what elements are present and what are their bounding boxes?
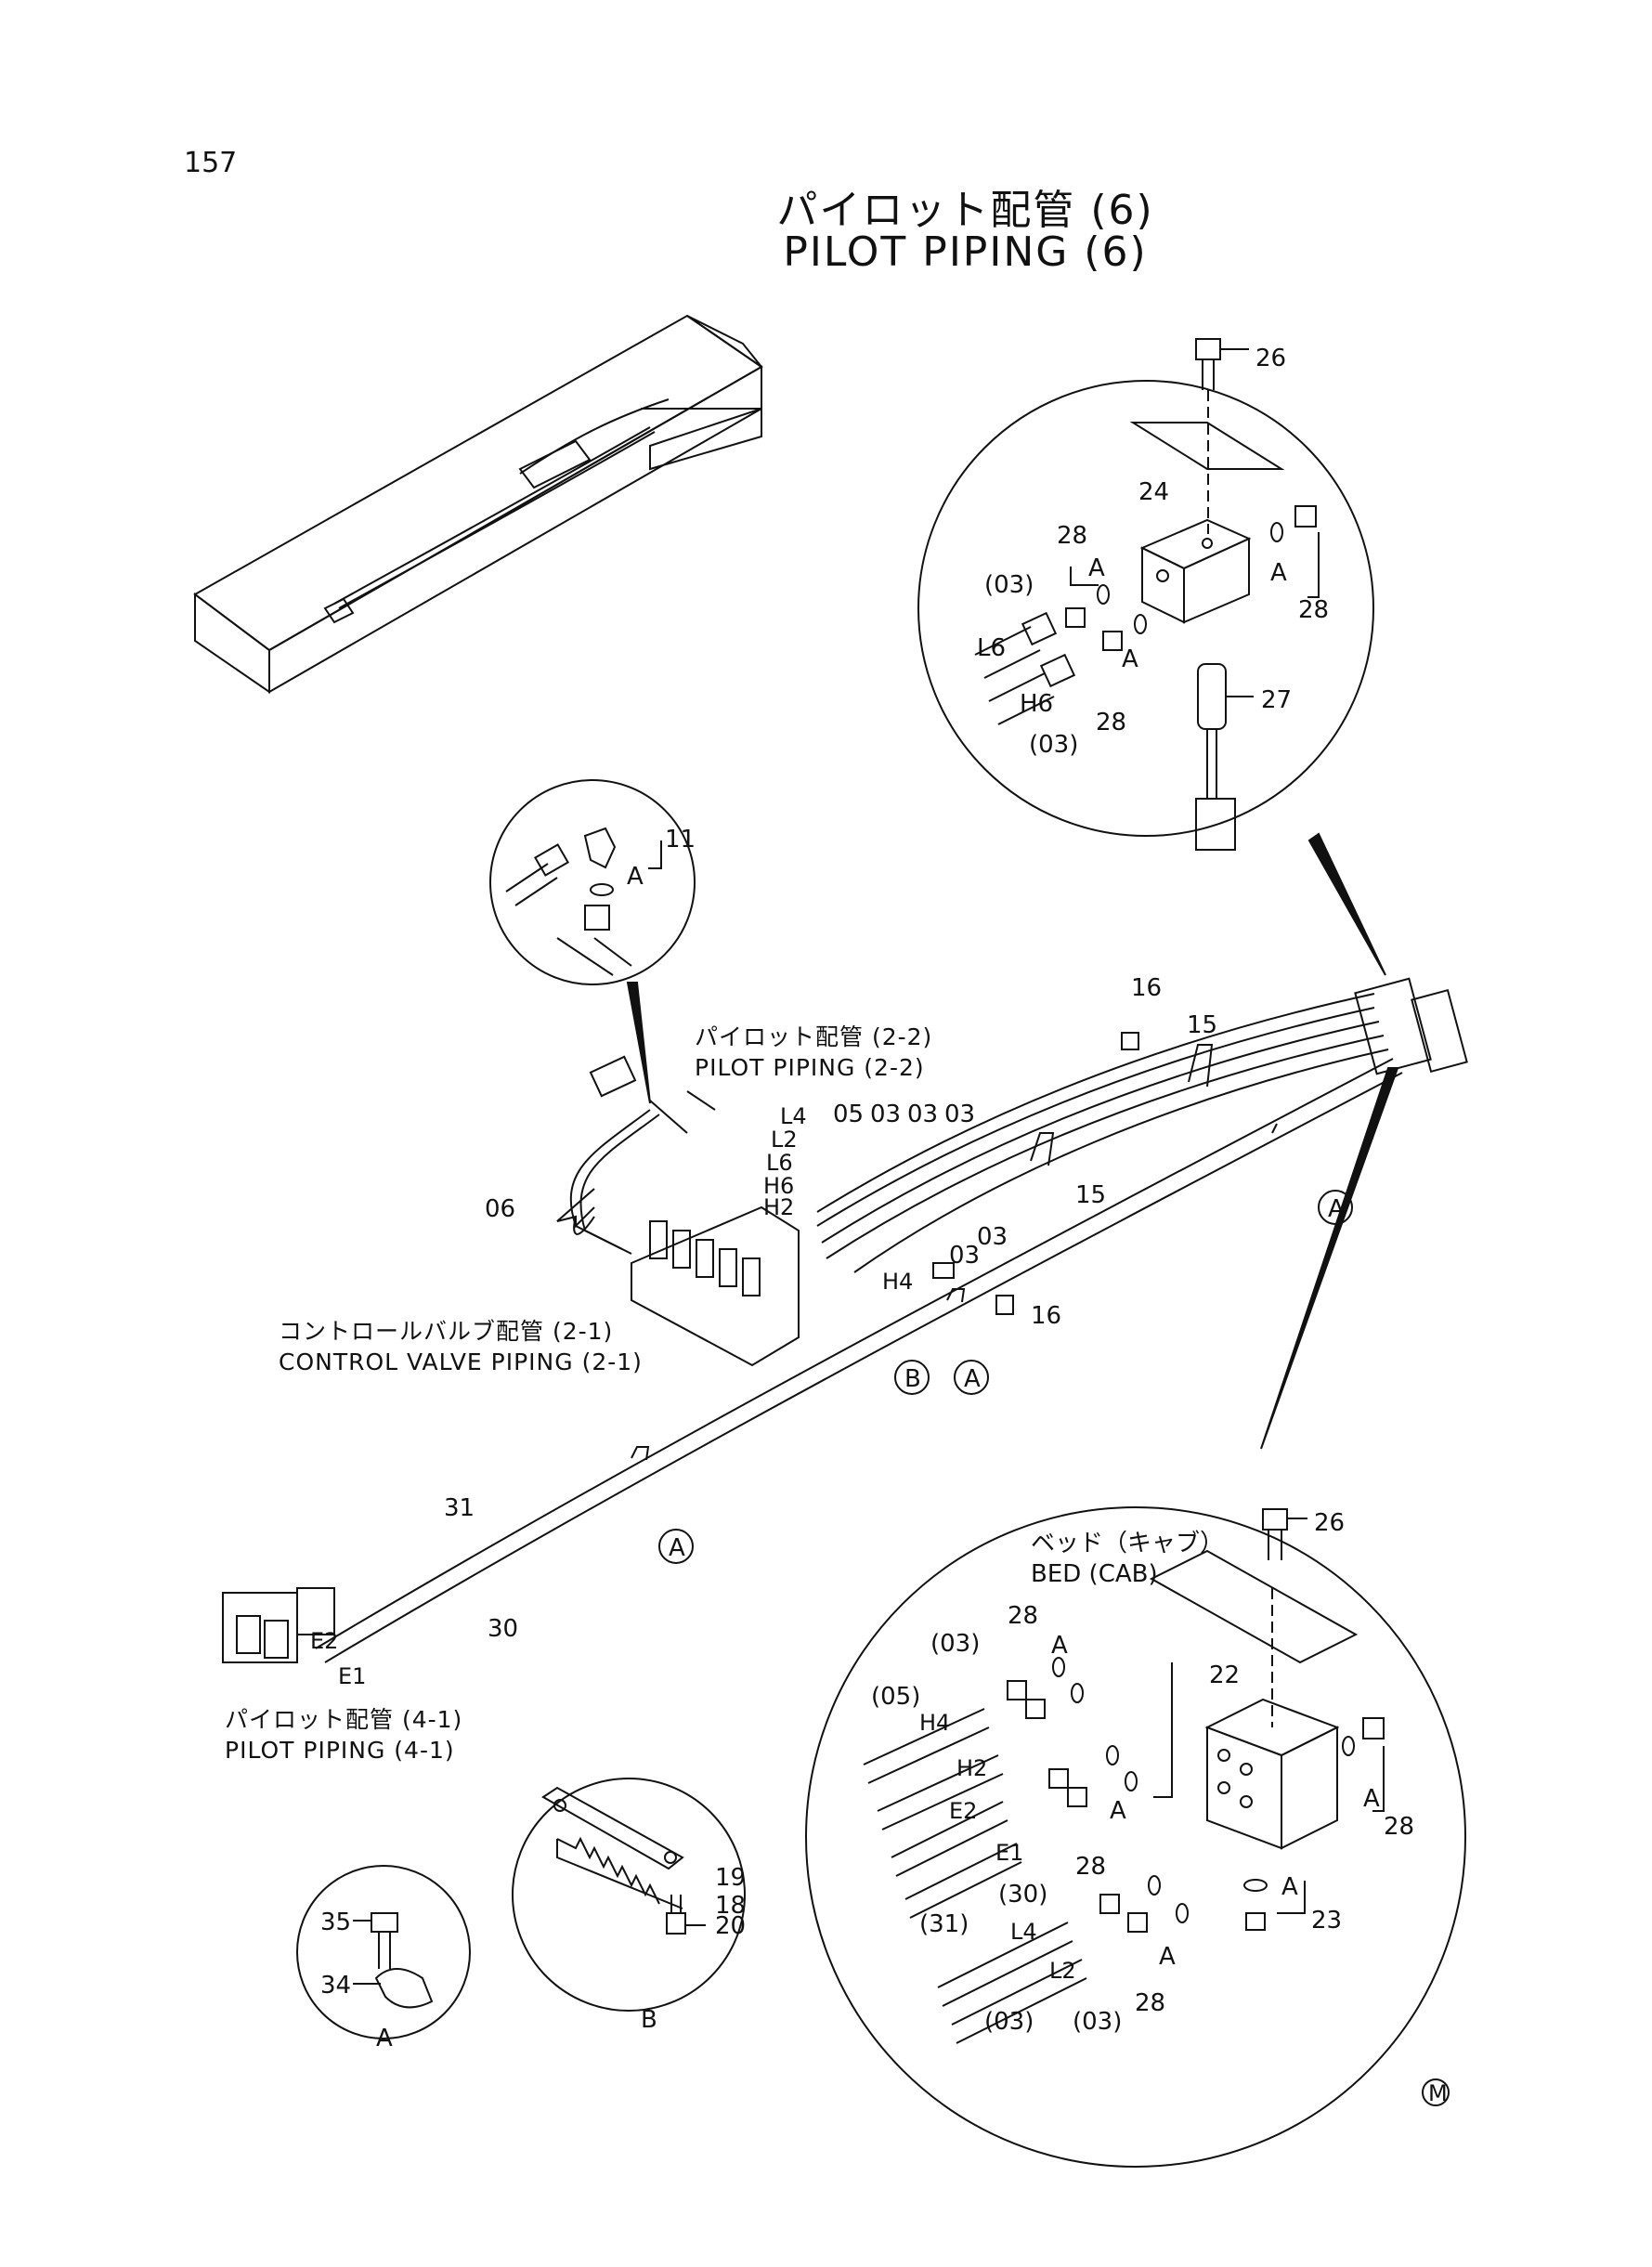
- m-mark-text: M: [1428, 2080, 1448, 2106]
- label-03-h5: 03: [949, 1242, 980, 1270]
- label-06: 06: [485, 1195, 515, 1223]
- label-L2-c: L2: [1049, 1958, 1076, 1984]
- marker-a-left-text: A: [669, 1534, 685, 1562]
- label-E1-c: E1: [995, 1840, 1023, 1866]
- ref-pilot-4-1-en: PILOT PIPING (4-1): [225, 1737, 455, 1764]
- label-15-top: 15: [1187, 1011, 1217, 1039]
- label-E2-c: E2: [949, 1798, 977, 1824]
- ref-bed-jp: ベッド（キャブ）: [1031, 1530, 1224, 1557]
- marker-a-mid-text: A: [964, 1365, 981, 1393]
- label-L2: L2: [771, 1127, 798, 1153]
- label-a-11: A: [627, 863, 644, 891]
- title-english: PILOT PIPING (6): [783, 228, 1148, 276]
- label-22: 22: [1209, 1661, 1240, 1689]
- label-31: 31: [444, 1494, 475, 1522]
- label-L6: L6: [766, 1150, 793, 1176]
- marker-b-text: B: [904, 1365, 921, 1393]
- detail-circle-b: [512, 1778, 746, 2012]
- detail-label-a: A: [376, 2025, 393, 2052]
- ref-cv-2-1-jp: コントロールバルブ配管 (2-1): [279, 1318, 613, 1345]
- label-L6-top: L6: [977, 634, 1006, 662]
- label-23: 23: [1311, 1907, 1342, 1935]
- label-03-h2: 03: [907, 1101, 938, 1128]
- m-mark: [1422, 2078, 1450, 2106]
- label-34: 34: [320, 1972, 351, 2000]
- machine-overview: [193, 314, 763, 694]
- callout-wedge-top: [1307, 832, 1386, 976]
- label-35: 35: [320, 1909, 351, 1936]
- pilot-harness: [222, 977, 1468, 1663]
- label-03-e: (03): [1073, 2008, 1122, 2036]
- ref-pilot-2-2-jp: パイロット配管 (2-2): [695, 1023, 932, 1050]
- label-28-b: 28: [1096, 709, 1126, 736]
- label-31-c: (31): [919, 1910, 969, 1938]
- label-a-2: A: [1122, 645, 1138, 673]
- detail-circle-valve-block: [917, 338, 1374, 851]
- label-a-3: A: [1270, 559, 1287, 587]
- label-24: 24: [1138, 478, 1169, 506]
- label-H2-c: H2: [956, 1755, 987, 1781]
- page-number: 157: [184, 147, 238, 179]
- label-27: 27: [1261, 686, 1292, 714]
- ref-pilot-4-1-jp: パイロット配管 (4-1): [225, 1706, 462, 1733]
- label-03-h4: 03: [977, 1223, 1008, 1251]
- label-H6-top: H6: [1020, 690, 1053, 718]
- detail-label-b: B: [641, 2006, 657, 2034]
- detail-circle-bed: [805, 1506, 1466, 2168]
- callout-wedge-bottom: [1260, 1067, 1399, 1450]
- ref-cv-2-1-en: CONTROL VALVE PIPING (2-1): [279, 1348, 643, 1375]
- label-03-h3: 03: [944, 1101, 975, 1128]
- label-19: 19: [715, 1864, 746, 1892]
- marker-b: [894, 1360, 930, 1395]
- label-H6: H6: [763, 1173, 794, 1199]
- label-H4-c: H4: [919, 1710, 950, 1736]
- label-20: 20: [715, 1912, 746, 1940]
- label-a-1: A: [1088, 554, 1105, 582]
- detail-circle-a: [296, 1865, 471, 2039]
- label-L4: L4: [780, 1103, 807, 1129]
- callout-wedge-11: [626, 982, 651, 1104]
- label-E1: E1: [338, 1663, 366, 1689]
- ref-bed-en: BED (CAB): [1031, 1560, 1158, 1588]
- label-05-c: (05): [871, 1683, 920, 1711]
- label-H4: H4: [882, 1269, 913, 1295]
- label-a-8: A: [1159, 1943, 1176, 1971]
- label-30-c: (30): [998, 1881, 1047, 1909]
- label-a-4: A: [1051, 1632, 1068, 1660]
- detail-circle-elbow: [489, 779, 696, 985]
- label-a-7: A: [1281, 1873, 1298, 1901]
- label-03-d: (03): [984, 2008, 1034, 2036]
- label-05: 05: [833, 1101, 864, 1128]
- label-28-c: 28: [1298, 596, 1329, 624]
- label-11: 11: [665, 826, 696, 853]
- label-28-a: 28: [1057, 522, 1087, 550]
- marker-a-left: [658, 1529, 694, 1564]
- label-18: 18: [715, 1892, 746, 1920]
- title-japanese: パイロット配管 (6): [776, 187, 1154, 234]
- label-E2: E2: [310, 1628, 338, 1654]
- label-28-e: 28: [1075, 1853, 1106, 1881]
- label-28-f: 28: [1384, 1813, 1414, 1841]
- label-L4-c: L4: [1010, 1919, 1037, 1945]
- label-a-5: A: [1110, 1797, 1126, 1825]
- label-03-c: (03): [930, 1630, 980, 1658]
- marker-a-mid: [954, 1360, 989, 1395]
- label-16-bottom: 16: [1031, 1302, 1061, 1330]
- label-15-mid: 15: [1075, 1181, 1106, 1209]
- label-16-top: 16: [1131, 974, 1162, 1002]
- ref-pilot-2-2-en: PILOT PIPING (2-2): [695, 1054, 925, 1081]
- label-03-h1: 03: [870, 1101, 901, 1128]
- label-26-top: 26: [1255, 345, 1286, 372]
- label-28-g: 28: [1135, 1989, 1165, 2017]
- label-03-b: (03): [1029, 731, 1078, 759]
- label-26-bottom: 26: [1314, 1509, 1345, 1537]
- label-03-a: (03): [984, 571, 1034, 599]
- label-a-6: A: [1363, 1785, 1380, 1813]
- label-30: 30: [488, 1615, 518, 1643]
- label-H2: H2: [763, 1194, 794, 1220]
- label-28-d: 28: [1008, 1602, 1038, 1630]
